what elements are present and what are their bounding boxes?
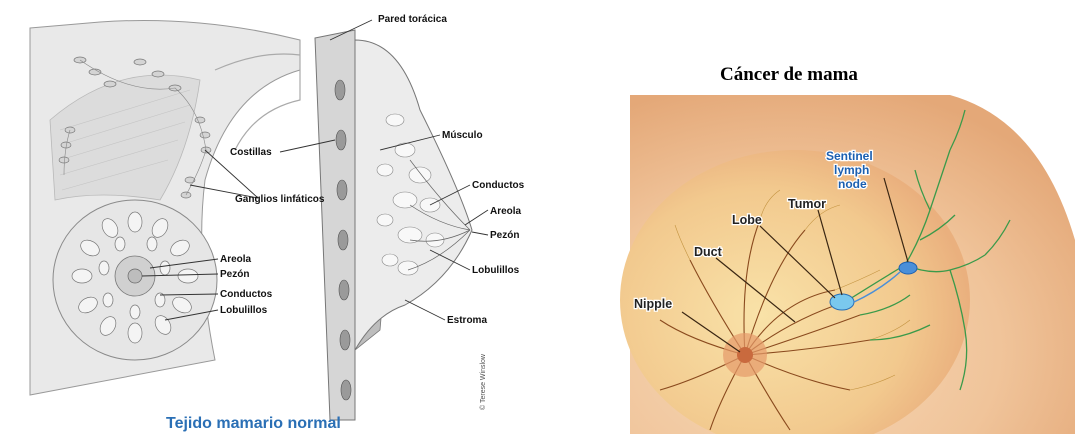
label-lobe: Lobe <box>732 213 762 227</box>
label-pezon-front: Pezón <box>220 269 249 280</box>
label-conductos-section: Conductos <box>472 180 525 191</box>
caption-normal-tissue: Tejido mamario normal <box>166 415 341 432</box>
normal-breast-illustration: Pared torácica Costillas Músculo Conduct… <box>0 0 540 434</box>
label-tumor: Tumor <box>788 197 826 211</box>
label-estroma: Estroma <box>447 315 487 326</box>
label-sentinel-3: node <box>838 177 867 191</box>
cancer-title: Cáncer de mama <box>720 64 858 85</box>
breast-cancer-diagram: Cáncer de mama Sentinel lymph node Tumor… <box>620 40 1075 434</box>
label-areola-section: Areola <box>490 206 522 217</box>
label-pezon-section: Pezón <box>490 230 519 241</box>
label-nipple: Nipple <box>634 297 672 311</box>
label-sentinel-2: lymph <box>834 163 869 177</box>
image-credit: © Terese Winslow <box>479 353 487 410</box>
label-conductos-front: Conductos <box>220 289 273 300</box>
nipple-front <box>128 269 142 283</box>
normal-breast-diagram: Pared torácica Costillas Músculo Conduct… <box>0 0 540 434</box>
nipple <box>737 347 753 363</box>
label-sentinel-1: Sentinel <box>826 149 873 163</box>
breast-cancer-illustration: Cáncer de mama Sentinel lymph node Tumor… <box>620 40 1075 434</box>
label-pared-toracica: Pared torácica <box>378 14 447 25</box>
label-areola-front: Areola <box>220 254 252 265</box>
label-duct: Duct <box>694 245 723 259</box>
label-ganglios: Ganglios linfáticos <box>235 194 325 205</box>
label-lobulillos-section: Lobulillos <box>472 265 520 276</box>
label-costillas: Costillas <box>230 147 272 158</box>
label-lobulillos-front: Lobulillos <box>220 305 268 316</box>
sentinel-node <box>899 262 917 274</box>
label-musculo: Músculo <box>442 130 483 141</box>
